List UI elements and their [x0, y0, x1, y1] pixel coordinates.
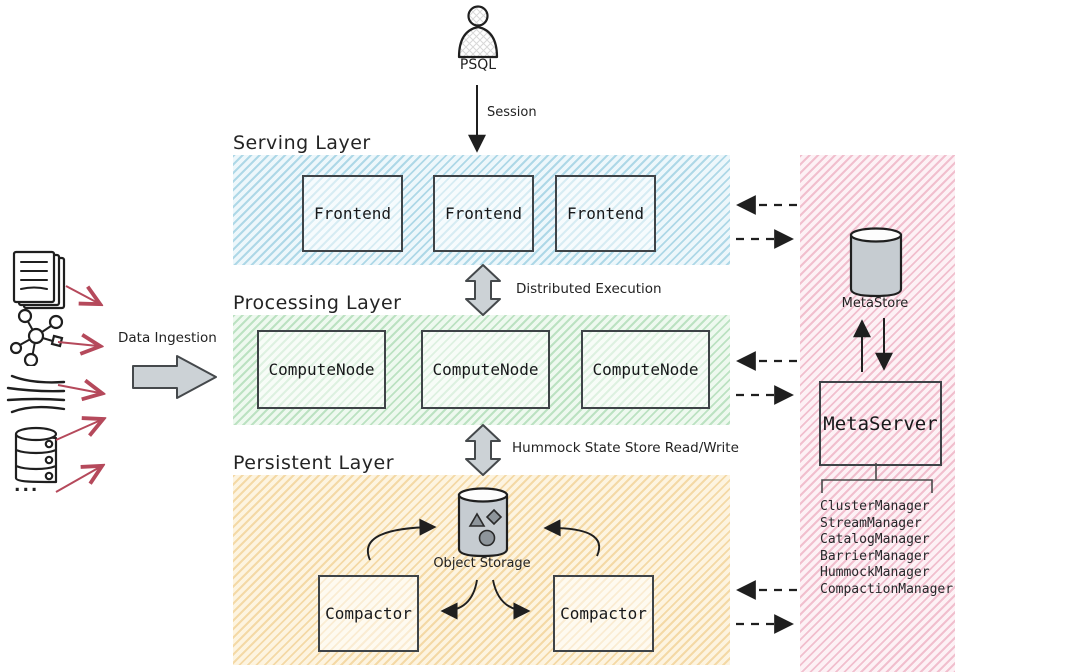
user-icon	[457, 5, 499, 59]
compute-node: ComputeNode	[581, 330, 710, 409]
data-ingestion-label: Data Ingestion	[118, 330, 217, 346]
distributed-execution-label: Distributed Execution	[516, 281, 662, 297]
processing-layer-title: Processing Layer	[233, 292, 402, 314]
frontend-node: Frontend	[433, 175, 534, 252]
hummock-label: Hummock State Store Read/Write	[512, 440, 739, 456]
persistent-layer-title: Persistent Layer	[233, 452, 395, 474]
compute-node: ComputeNode	[257, 330, 386, 409]
frontend-node: Frontend	[555, 175, 656, 252]
hummock-double-arrow	[465, 424, 501, 476]
compactor-node: Compactor	[553, 575, 654, 652]
stream-icon	[6, 374, 66, 414]
psql-label: PSQL	[459, 57, 497, 73]
meta-managers-list: ClusterManager StreamManager CatalogMana…	[820, 499, 953, 598]
graph-icon	[10, 308, 64, 366]
session-label: Session	[487, 105, 537, 120]
manager-item: HummockManager	[820, 565, 930, 580]
more-sources-label: ...	[14, 476, 40, 496]
manager-item: CompactionManager	[820, 581, 954, 597]
data-ingestion-arrow	[132, 355, 217, 399]
object-storage-label: Object Storage	[433, 556, 531, 571]
manager-item: StreamManager	[820, 515, 922, 531]
metastore-cylinder-icon	[849, 227, 903, 298]
manager-item: ClusterManager	[820, 499, 930, 514]
serving-layer-title: Serving Layer	[233, 132, 371, 154]
compactor-node: Compactor	[318, 575, 419, 652]
frontend-node: Frontend	[302, 175, 403, 252]
object-storage-cylinder-icon	[457, 487, 509, 558]
documents-stack-icon	[12, 250, 66, 310]
meta-dashed-links	[736, 195, 797, 634]
distributed-execution-double-arrow	[465, 264, 501, 316]
meta-server-box: MetaServer	[819, 381, 942, 466]
source-arrow-documents	[65, 285, 98, 303]
manager-item: CatalogManager	[820, 532, 930, 547]
manager-item: BarrierManager	[820, 548, 930, 564]
metastore-label: MetaStore	[841, 296, 909, 311]
compute-node: ComputeNode	[421, 330, 550, 409]
